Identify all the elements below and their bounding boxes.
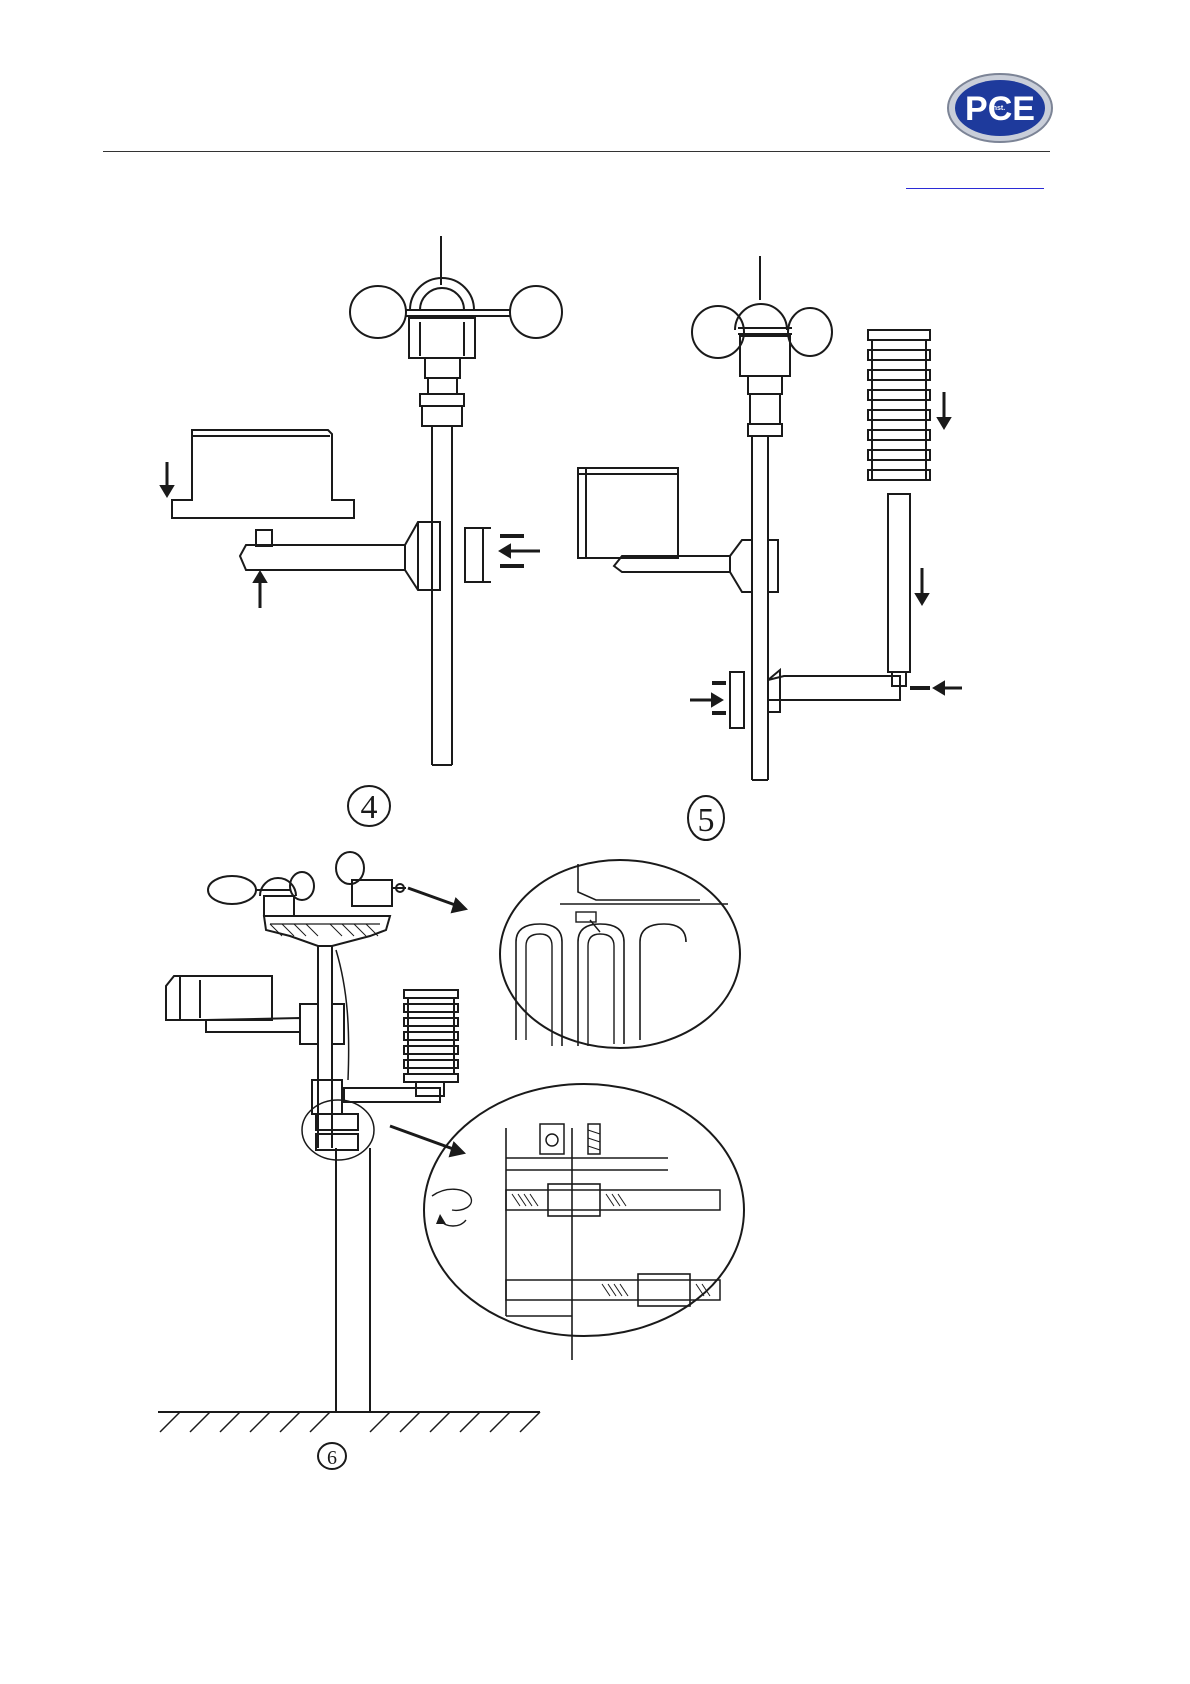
radiation-shield-5 [868, 330, 930, 480]
figure-5-label: 5 [698, 802, 715, 839]
detail-inset-pole-clamp [424, 1084, 744, 1360]
figure-5-drawing: 5 [578, 256, 962, 840]
radiation-shield-6 [404, 990, 458, 1096]
figure-4-label: 4 [361, 789, 378, 826]
detail-inset-wind-vane [500, 860, 740, 1048]
figure-6-label: 6 [327, 1447, 337, 1469]
figure-6-drawing: 6 [158, 852, 744, 1469]
figure-4-drawing: 4 [161, 236, 562, 826]
